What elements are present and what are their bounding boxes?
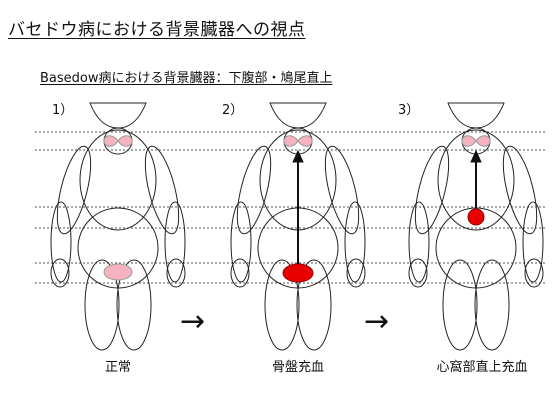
- upper-arm-left: [236, 145, 272, 235]
- head-outline: [447, 102, 505, 129]
- figure-1: [50, 102, 186, 351]
- thigh-right: [116, 259, 152, 351]
- panel-3-caption: 心窩部直上充血: [436, 360, 528, 375]
- forearm-right: [522, 201, 544, 283]
- head-outline: [89, 102, 147, 129]
- upper-arm-right: [144, 145, 180, 235]
- hand-right: [166, 258, 186, 288]
- hand-left: [408, 258, 428, 288]
- forearm-left: [50, 201, 72, 283]
- upward-arrow-head: [470, 149, 482, 163]
- pelvic-congestion: [282, 263, 314, 283]
- panel-2-number: 2）: [222, 103, 244, 118]
- hand-right: [524, 258, 544, 288]
- thyroid-organ: [461, 135, 491, 147]
- figure-3: [408, 102, 544, 351]
- upper-arm-right: [324, 145, 360, 235]
- thyroid-organ: [103, 135, 133, 147]
- thyroid-organ: [283, 135, 313, 147]
- thigh-right: [474, 259, 510, 351]
- forearm-right: [164, 201, 186, 283]
- thigh-right: [296, 259, 332, 351]
- hand-left: [50, 258, 70, 288]
- upper-arm-right: [502, 145, 538, 235]
- upward-arrow-head: [292, 149, 304, 163]
- hand-right: [346, 258, 366, 288]
- transition-arrow-2: →: [364, 304, 389, 339]
- panel-1-number: 1）: [52, 103, 74, 118]
- transition-arrow-1: →: [180, 304, 205, 339]
- thigh-left: [264, 259, 300, 351]
- thigh-left: [84, 259, 120, 351]
- torso-ellipse: [79, 129, 157, 231]
- torso-ellipse: [437, 129, 515, 231]
- hand-left: [230, 258, 250, 288]
- thigh-left: [442, 259, 478, 351]
- forearm-left: [408, 201, 430, 283]
- upper-arm-left: [414, 145, 450, 235]
- panel-2-caption: 骨盤充血: [271, 360, 324, 375]
- head-outline: [269, 102, 327, 129]
- diagram-subtitle: Basedow病における背景臓器：下腹部・鳩尾直上: [40, 71, 333, 86]
- epigastric-congestion: [467, 208, 485, 226]
- figure-2: [230, 102, 366, 351]
- guide-lines: [35, 131, 545, 284]
- forearm-left: [230, 201, 252, 283]
- diagram-title: バセドウ病における背景臓器への視点: [8, 20, 306, 40]
- upper-arm-left: [56, 145, 92, 235]
- panel-3-number: 3）: [398, 103, 420, 118]
- forearm-right: [344, 201, 366, 283]
- pelvic-organ: [103, 263, 133, 281]
- panel-1-caption: 正常: [104, 360, 131, 375]
